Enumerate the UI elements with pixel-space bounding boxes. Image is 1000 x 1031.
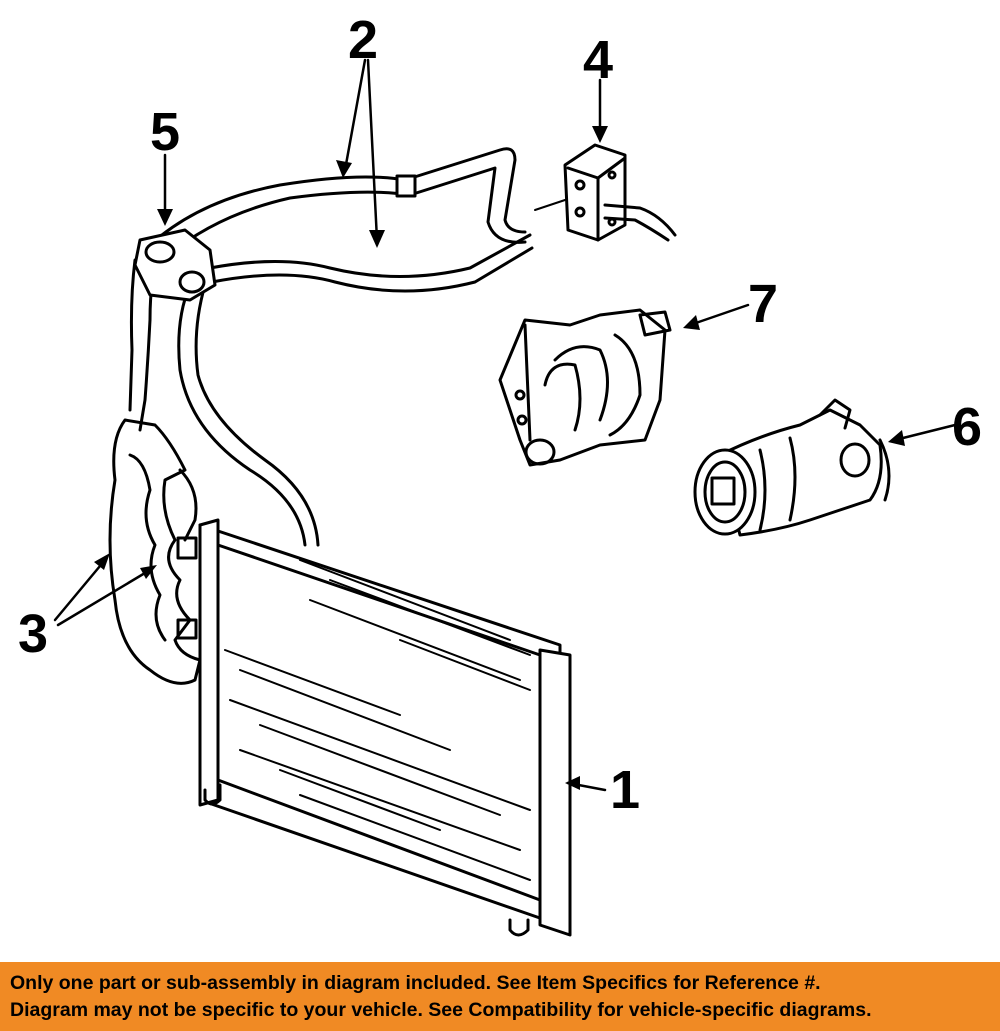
callout-2: 2 <box>348 10 378 70</box>
disclaimer-line-1: Only one part or sub-assembly in diagram… <box>10 972 821 994</box>
hose-clamp <box>133 228 217 302</box>
condenser-brackets <box>108 418 202 685</box>
compressor-bracket <box>498 308 672 467</box>
refrigerant-hoses <box>128 147 534 547</box>
callout-labels: 1 2 3 4 5 6 7 <box>18 10 982 820</box>
compressor <box>693 398 891 537</box>
callout-4: 4 <box>583 30 613 90</box>
callout-1: 1 <box>610 760 640 820</box>
callout-6: 6 <box>952 397 982 457</box>
condenser <box>198 518 572 937</box>
ac-system-parts-diagram: 1 2 3 4 5 6 7 <box>18 10 982 937</box>
callout-7: 7 <box>748 274 778 334</box>
leader-lines <box>53 58 957 792</box>
callout-3: 3 <box>18 604 48 664</box>
callout-5: 5 <box>150 102 180 162</box>
pressure-switch <box>534 143 677 242</box>
disclaimer-banner: Only one part or sub-assembly in diagram… <box>0 962 1000 1031</box>
disclaimer-line-2: Diagram may not be specific to your vehi… <box>10 999 872 1021</box>
